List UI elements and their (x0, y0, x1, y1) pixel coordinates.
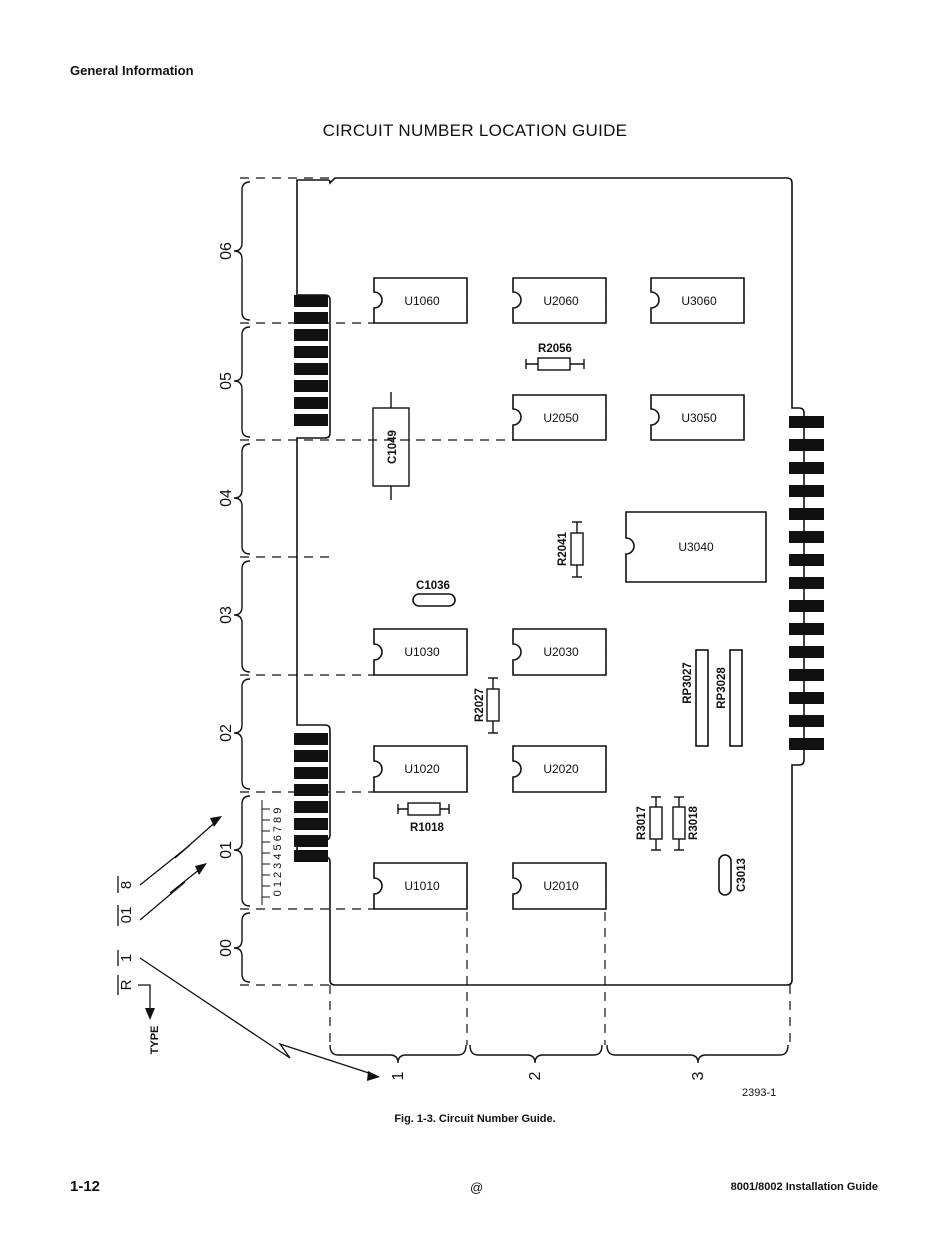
example-row-digits: 01 (118, 907, 135, 924)
row-label-00: 00 (218, 939, 235, 957)
svg-text:U1010: U1010 (404, 879, 440, 893)
column-labels: 1 2 3 (390, 1071, 707, 1080)
section-label: General Information (70, 63, 194, 78)
right-connector-fingers (789, 416, 824, 750)
capacitor-c3013 (718, 854, 732, 896)
resistor-r1018 (397, 802, 450, 816)
svg-text:U2050: U2050 (543, 411, 579, 425)
row-label-01: 01 (218, 841, 235, 859)
footer-guide-title: 8001/8002 Installation Guide (730, 1181, 878, 1193)
left-connector-fingers (294, 295, 328, 862)
resistor-pack-label-rp3027: RP3027 (682, 662, 694, 704)
ic-u3040: U3040 (625, 511, 767, 583)
resistor-r2027 (486, 677, 500, 734)
ic-u2020: U2020 (512, 745, 607, 793)
capacitor-label-c1036: C1036 (416, 580, 450, 592)
example-legend: 8 01 1 R TYPE (118, 881, 161, 1055)
ic-u2050: U2050 (512, 394, 607, 441)
figure-caption: Fig. 1-3. Circuit Number Guide. (394, 1113, 556, 1125)
row-label-03: 03 (218, 606, 235, 624)
ic-u2010: U2010 (512, 862, 607, 910)
resistor-pack-rp3027 (695, 649, 709, 747)
resistor-label-r2056: R2056 (538, 343, 572, 355)
resistor-label-r3018: R3018 (688, 805, 700, 839)
drawing-number: 2393-1 (742, 1087, 776, 1099)
svg-text:U2060: U2060 (543, 294, 579, 308)
example-column-digit: 1 (118, 954, 135, 962)
resistor-r3017 (649, 796, 663, 851)
column-label-2: 2 (527, 1071, 544, 1080)
ic-u2030: U2030 (512, 628, 607, 676)
svg-text:U2010: U2010 (543, 879, 579, 893)
capacitor-group: C1049 C1036 C3013 (372, 392, 748, 896)
svg-text:U3050: U3050 (681, 411, 717, 425)
resistor-label-r2027: R2027 (474, 688, 486, 722)
example-type-letter: R (118, 979, 135, 990)
column-label-1: 1 (390, 1071, 407, 1080)
svg-text:U3040: U3040 (678, 540, 714, 554)
capacitor-c1036 (412, 593, 456, 607)
svg-text:U1030: U1030 (404, 645, 440, 659)
capacitor-label-c3013: C3013 (736, 858, 748, 892)
ic-u1030: U1030 (373, 628, 468, 676)
resistor-pack-label-rp3028: RP3028 (716, 667, 728, 709)
ic-group: U1060 U2060 U3060 U2050 U3050 U3040 U103… (373, 277, 767, 910)
resistor-group: R2056 R2041 R2027 R1018 R3017 R3018 (397, 343, 700, 851)
capacitor-label-c1049: C1049 (387, 430, 399, 464)
capacitor-c1049 (372, 392, 410, 500)
example-type-label: TYPE (149, 1026, 161, 1055)
resistor-pack-rp3028 (729, 649, 743, 747)
resistor-r2056 (525, 357, 585, 371)
column-label-3: 3 (690, 1071, 707, 1080)
example-connectors (117, 816, 380, 1081)
svg-text:U1020: U1020 (404, 762, 440, 776)
svg-text:U3060: U3060 (681, 294, 717, 308)
resistor-label-r2041: R2041 (557, 531, 569, 565)
ic-u1010: U1010 (373, 862, 468, 910)
resistor-label-r3017: R3017 (636, 806, 648, 840)
row-label-02: 02 (218, 724, 235, 742)
svg-text:U2020: U2020 (543, 762, 579, 776)
resistor-label-r1018: R1018 (410, 822, 444, 834)
ic-u3050: U3050 (650, 394, 745, 441)
grid-guides (240, 177, 791, 1045)
page-title: CIRCUIT NUMBER LOCATION GUIDE (322, 121, 628, 140)
column-braces (329, 1044, 789, 1064)
resistor-r2041 (570, 521, 584, 578)
page-number: 1-12 (70, 1178, 101, 1195)
resistor-r3018 (672, 796, 686, 851)
sub-tick-digits: 0 1 2 3 4 5 6 7 8 9 (272, 808, 284, 897)
sub-tick-scale (261, 800, 270, 905)
row-labels: 06 05 04 03 02 01 00 (218, 242, 235, 957)
ic-u3060: U3060 (650, 277, 745, 324)
svg-text:U2030: U2030 (543, 645, 579, 659)
row-label-05: 05 (218, 372, 235, 390)
row-label-06: 06 (218, 242, 235, 260)
row-braces (233, 181, 251, 983)
resistor-pack-group: RP3027 RP3028 (682, 649, 743, 747)
ic-u1060: U1060 (373, 277, 468, 324)
example-sub-digit: 8 (118, 881, 135, 889)
svg-text:U1060: U1060 (404, 294, 440, 308)
footer-mark: @ (470, 1180, 484, 1195)
ic-u2060: U2060 (512, 277, 607, 324)
row-label-04: 04 (218, 489, 235, 507)
ic-u1020: U1020 (373, 745, 468, 793)
